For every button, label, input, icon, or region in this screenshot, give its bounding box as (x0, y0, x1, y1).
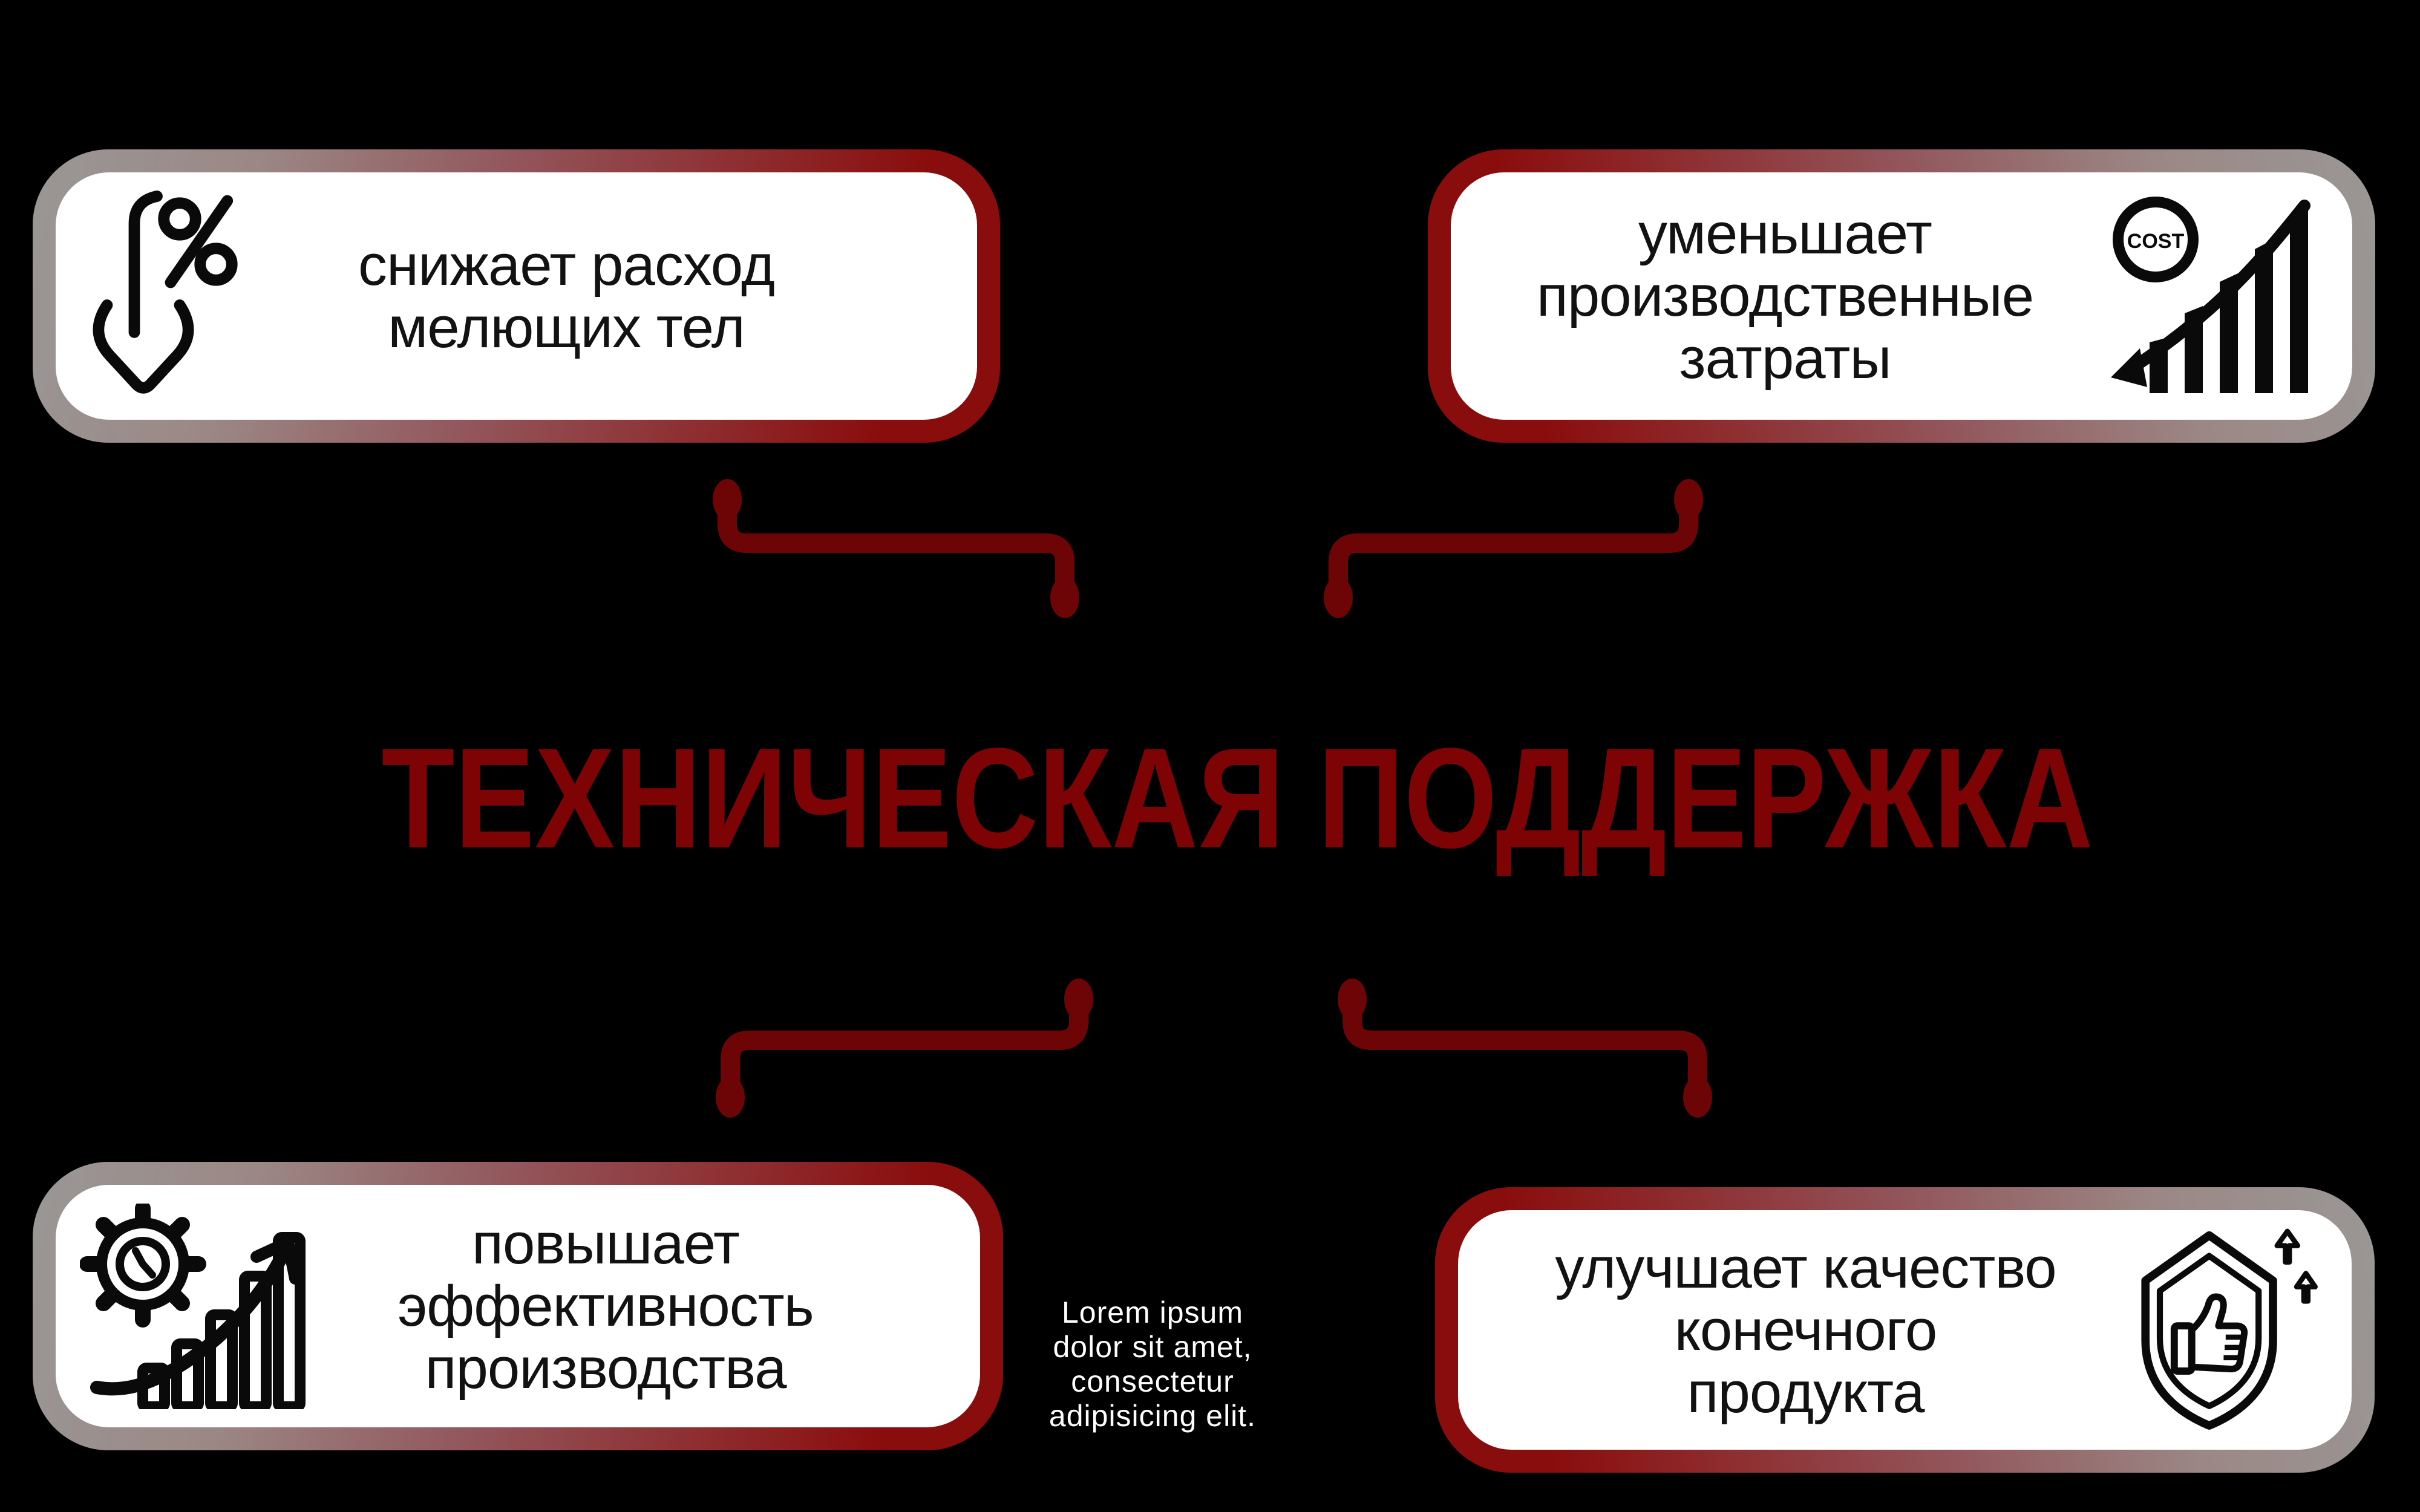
cost-decrease-icon: COST (2111, 196, 2310, 393)
card-text: снижает расход мелющих тел (358, 232, 775, 360)
connector-dot (1064, 979, 1093, 1020)
card-text: уменьшает производственные затраты (1536, 201, 2034, 391)
benefit-card-production-costs: уменьшает производственные затраты COST (1428, 149, 2375, 443)
connector-bottom-right (1342, 1009, 1707, 1087)
connector-dot (1674, 479, 1703, 520)
efficiency-growth-icon (80, 1203, 306, 1409)
connector-top-left (718, 508, 1074, 588)
card-body: снижает расход мелющих тел (56, 172, 977, 420)
connector-bottom-left (721, 1009, 1088, 1087)
footnote-text: Lorem ipsum dolor sit amet, consectetur … (1048, 1295, 1257, 1433)
connector-dot (1683, 1077, 1712, 1118)
connector-dot (713, 479, 742, 520)
connector-dot (1338, 979, 1367, 1020)
connector-dot (716, 1077, 745, 1118)
svg-text:COST: COST (2127, 230, 2185, 253)
benefit-card-efficiency: повышает эффективность производства (33, 1162, 1003, 1450)
card-body: улучшает качество конечного продукта (1458, 1210, 2352, 1450)
card-body: уменьшает производственные затраты COST (1451, 172, 2352, 420)
card-text: повышает эффективность производства (397, 1211, 814, 1401)
quality-shield-icon (2141, 1228, 2318, 1430)
connector-dot (1324, 577, 1353, 618)
card-body: повышает эффективность производства (56, 1185, 980, 1427)
percent-down-arrow-icon (93, 191, 238, 394)
page-title: ТЕХНИЧЕСКАЯ ПОДДЕРЖКА (381, 719, 2093, 878)
benefit-card-grinding-media: снижает расход мелющих тел (33, 149, 1000, 443)
connector-top-right (1329, 508, 1698, 588)
connector-dot (1050, 577, 1079, 618)
benefit-card-product-quality: улучшает качество конечного продукта (1435, 1187, 2375, 1473)
card-text: улучшает качество конечного продукта (1555, 1235, 2056, 1425)
